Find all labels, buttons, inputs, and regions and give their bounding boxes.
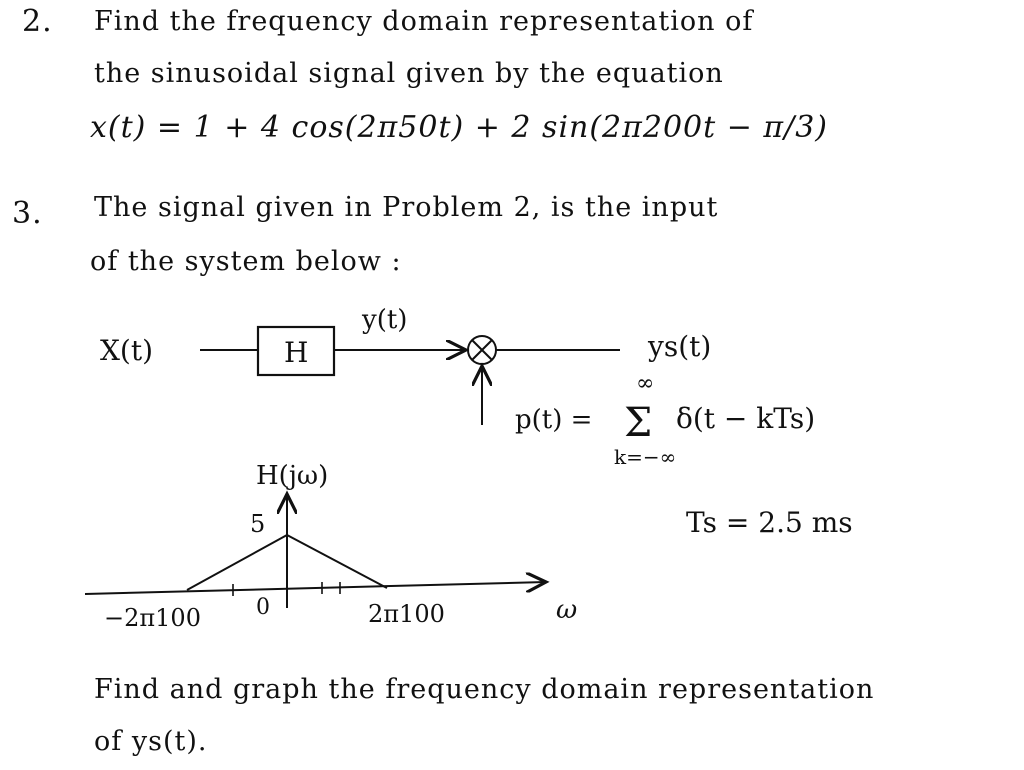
problem-2-line-1: Find the frequency domain representation… — [94, 6, 754, 37]
axis-label: ω — [556, 595, 577, 625]
triangle-response — [186, 533, 388, 591]
sum-lower: k=−∞ — [614, 445, 676, 469]
block-label: H — [284, 336, 308, 369]
sum-term: δ(t − kTs) — [676, 402, 815, 435]
omega-axis — [84, 582, 546, 595]
problem-3-line-1: The signal given in Problem 2, is the in… — [94, 192, 719, 223]
problem-3-number: 3. — [12, 196, 43, 231]
multiplier-symbol — [467, 335, 497, 365]
problem-3-final-line-2: of ys(t). — [94, 726, 208, 757]
sum-upper: ∞ — [636, 371, 654, 396]
right-label: 2π100 — [368, 600, 445, 628]
input-label: X(t) — [100, 334, 153, 367]
sum-sign: Σ — [624, 400, 652, 446]
y-label: y(t) — [361, 305, 407, 335]
peak-label: 5 — [250, 510, 265, 538]
problem-2-number: 2. — [22, 4, 53, 39]
ts-value: Ts = 2.5 ms — [686, 506, 853, 539]
output-label: ys(t) — [647, 330, 711, 363]
left-label: −2π100 — [104, 604, 201, 632]
origin-label: 0 — [256, 595, 270, 620]
problem-2-equation: x(t) = 1 + 4 cos(2π50t) + 2 sin(2π200t −… — [90, 110, 829, 145]
p-label: p(t) = — [515, 405, 592, 435]
problem-2-line-2: the sinusoidal signal given by the equat… — [94, 58, 724, 89]
problem-3-line-2: of the system below : — [90, 246, 402, 277]
freq-title: H(jω) — [256, 461, 328, 491]
problem-3-final-line-1: Find and graph the frequency domain repr… — [94, 674, 875, 705]
